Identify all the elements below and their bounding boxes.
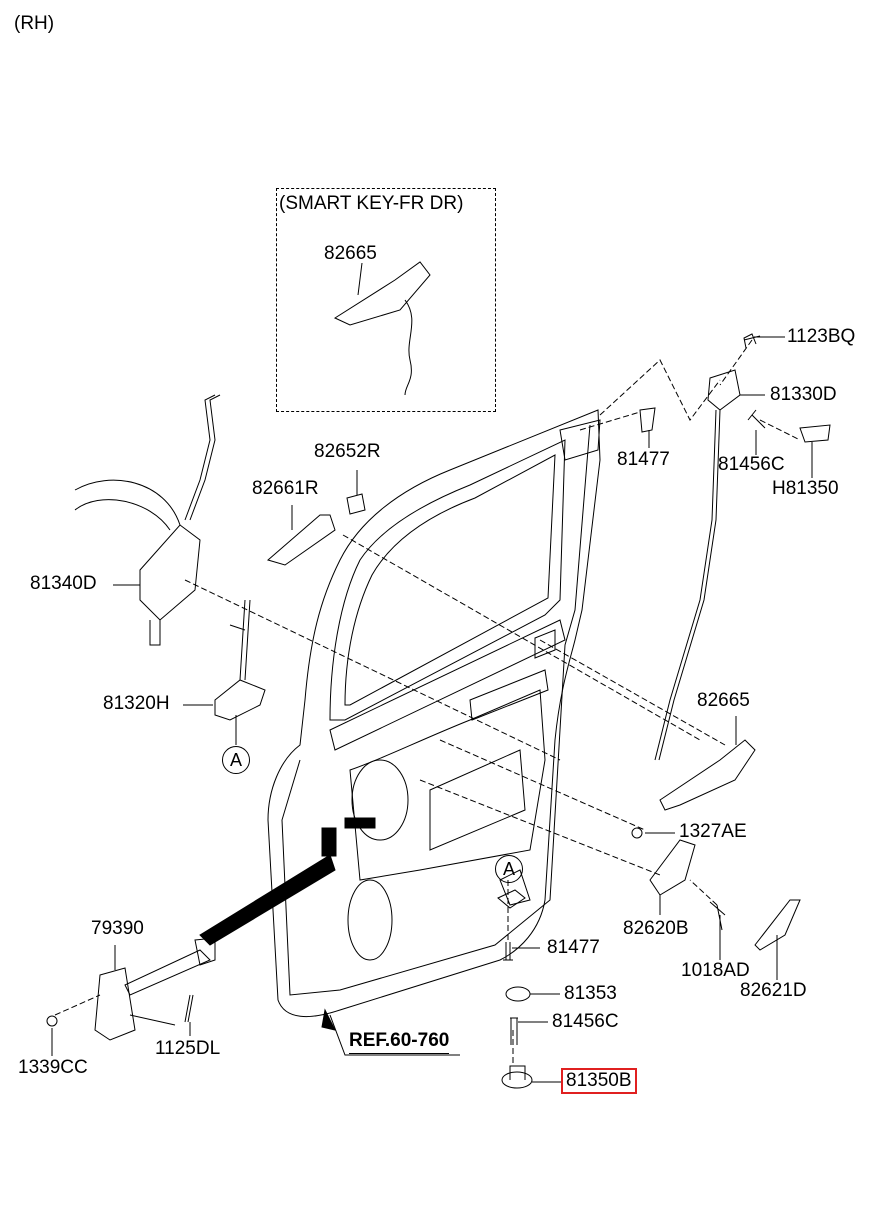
part-label-81340D[interactable]: 81340D [30, 573, 97, 594]
part-label-81456C-top[interactable]: 81456C [718, 454, 785, 475]
part-label-1123BQ[interactable]: 1123BQ [787, 326, 856, 347]
location-marker-a-right: A [495, 855, 523, 883]
part-label-82620B[interactable]: 82620B [623, 918, 689, 939]
cover-82621D-drawing [754, 899, 801, 951]
part-label-81350B-highlighted[interactable]: 81350B [561, 1068, 637, 1094]
part-label-81320H[interactable]: 81320H [103, 693, 170, 714]
part-label-1125DL[interactable]: 1125DL [155, 1038, 221, 1059]
part-label-79390[interactable]: 79390 [91, 918, 144, 939]
door-check-strap [199, 854, 336, 946]
bezel-82620B-drawing [649, 839, 696, 896]
part-label-81456C-bottom[interactable]: 81456C [552, 1011, 619, 1032]
part-label-81477-bottom[interactable]: 81477 [547, 937, 600, 958]
handle-82661R-drawing [266, 514, 336, 566]
reference-label[interactable]: REF.60-760 [349, 1031, 450, 1054]
door-panel-drawing [267, 409, 601, 1018]
latch-81340D-drawing [74, 394, 221, 646]
smart-key-box [276, 188, 496, 412]
part-label-H81350[interactable]: H81350 [772, 478, 839, 499]
striker-81350B-drawing [497, 889, 533, 1089]
part-label-1327AE[interactable]: 1327AE [679, 821, 747, 842]
door-check-79390-drawing [46, 937, 216, 1041]
part-label-1018AD[interactable]: 1018AD [681, 960, 750, 981]
part-label-82621D[interactable]: 82621D [740, 980, 807, 1001]
cap-82652R-drawing [346, 493, 366, 515]
handle-81320H-drawing [214, 599, 266, 745]
nut-1327AE-drawing [631, 827, 643, 839]
smart-key-handle-drawing [333, 261, 431, 396]
part-label-82665[interactable]: 82665 [697, 690, 750, 711]
latch-81330D-drawing [639, 333, 831, 761]
part-label-smart-82665[interactable]: 82665 [324, 243, 377, 264]
part-label-81353[interactable]: 81353 [564, 983, 617, 1004]
smart-key-box-title: (SMART KEY-FR DR) [279, 193, 464, 214]
part-label-81330D[interactable]: 81330D [770, 384, 837, 405]
location-marker-a-left: A [222, 746, 250, 774]
part-label-82661R[interactable]: 82661R [252, 478, 319, 499]
part-label-81477-top[interactable]: 81477 [617, 449, 670, 470]
part-label-1339CC[interactable]: 1339CC [18, 1057, 88, 1078]
part-label-82652R[interactable]: 82652R [314, 441, 381, 462]
leader-lines [51, 262, 813, 1083]
guide-lines [54, 339, 801, 1065]
handle-82665-drawing [659, 739, 756, 811]
side-label: (RH) [14, 13, 55, 34]
